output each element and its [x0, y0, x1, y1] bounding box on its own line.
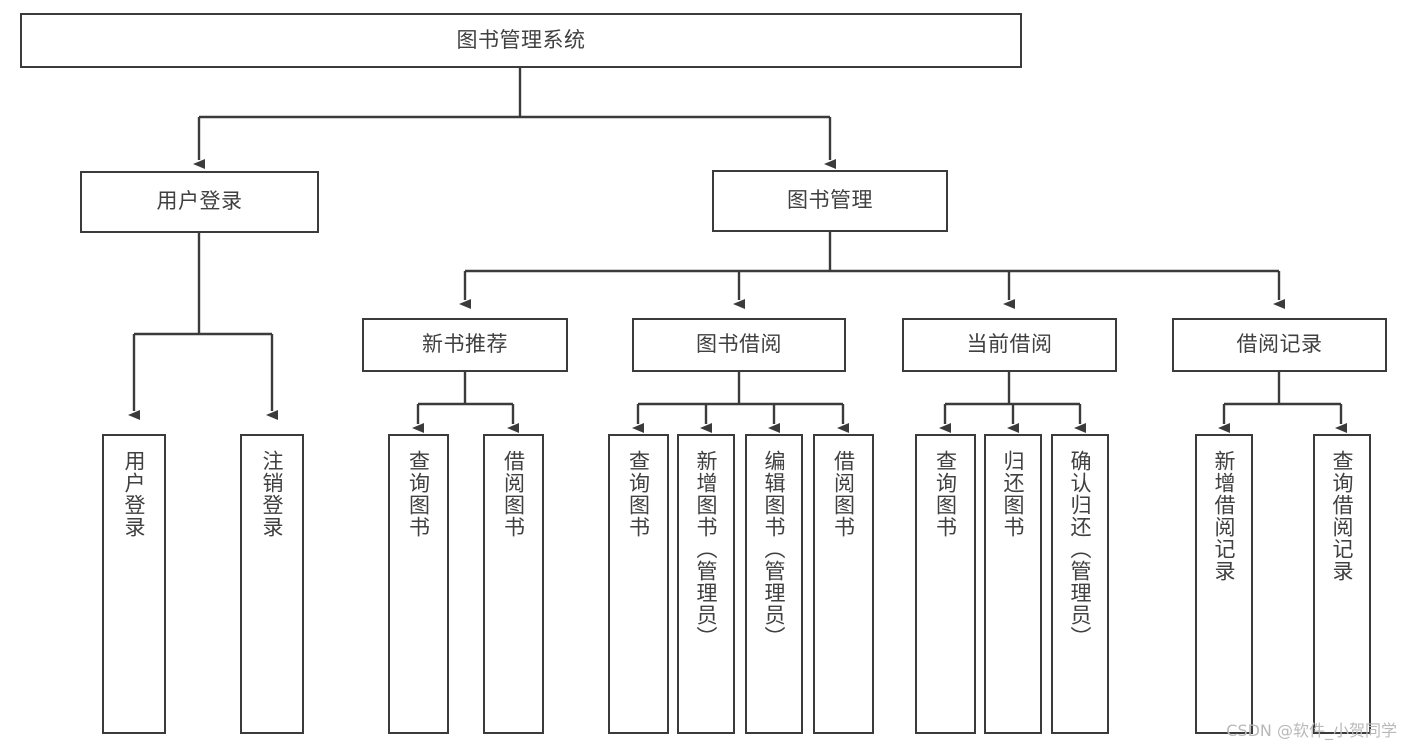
node-borrow-record-label: 借阅记录 [1236, 332, 1323, 357]
csdn-watermark: CSDN @软件_小贺同学 [1226, 721, 1397, 740]
node-user-login-label: 用户登录 [156, 189, 243, 214]
node-leaf-edit-book[interactable]: 编辑图书（管理员） [745, 434, 803, 734]
node-leaf-borrow-book-2-label: 借阅图书 [831, 450, 856, 538]
node-leaf-query-book-3-label: 查询图书 [933, 450, 958, 538]
node-leaf-borrow-book-1[interactable]: 借阅图书 [483, 434, 544, 734]
node-leaf-query-record[interactable]: 查询借阅记录 [1313, 434, 1371, 734]
node-current-borrow-label: 当前借阅 [966, 332, 1053, 357]
node-leaf-user-login[interactable]: 用户登录 [102, 434, 166, 734]
node-current-borrow[interactable]: 当前借阅 [902, 318, 1117, 372]
node-leaf-query-book-3[interactable]: 查询图书 [915, 434, 976, 734]
node-book-manage-label: 图书管理 [787, 188, 873, 213]
node-leaf-confirm-return-label: 确认归还（管理员） [1068, 450, 1093, 648]
node-leaf-add-book[interactable]: 新增图书（管理员） [677, 434, 735, 734]
node-leaf-edit-book-label: 编辑图书（管理员） [762, 450, 787, 648]
node-root[interactable]: 图书管理系统 [20, 13, 1022, 68]
node-leaf-return-book[interactable]: 归还图书 [984, 434, 1042, 734]
node-book-manage[interactable]: 图书管理 [712, 170, 948, 232]
node-borrow-record[interactable]: 借阅记录 [1172, 318, 1387, 372]
node-leaf-query-book-1[interactable]: 查询图书 [388, 434, 449, 734]
node-leaf-add-record[interactable]: 新增借阅记录 [1195, 434, 1253, 734]
node-leaf-query-book-2-label: 查询图书 [626, 450, 651, 538]
node-user-login[interactable]: 用户登录 [80, 171, 319, 233]
node-leaf-borrow-book-2[interactable]: 借阅图书 [813, 434, 874, 734]
node-leaf-logout[interactable]: 注销登录 [240, 434, 304, 734]
node-leaf-add-record-label: 新增借阅记录 [1212, 450, 1237, 582]
node-root-label: 图书管理系统 [456, 27, 586, 52]
node-leaf-query-record-label: 查询借阅记录 [1330, 450, 1355, 582]
node-book-borrow-label: 图书借阅 [696, 332, 782, 357]
node-new-book-rec[interactable]: 新书推荐 [362, 318, 568, 372]
node-new-book-rec-label: 新书推荐 [422, 332, 508, 357]
node-leaf-query-book-1-label: 查询图书 [406, 450, 431, 538]
node-leaf-borrow-book-1-label: 借阅图书 [501, 450, 526, 538]
node-leaf-return-book-label: 归还图书 [1001, 450, 1026, 538]
node-leaf-logout-label: 注销登录 [260, 450, 285, 538]
node-leaf-add-book-label: 新增图书（管理员） [694, 450, 719, 648]
node-leaf-user-login-label: 用户登录 [122, 450, 147, 538]
node-leaf-query-book-2[interactable]: 查询图书 [608, 434, 669, 734]
node-leaf-confirm-return[interactable]: 确认归还（管理员） [1051, 434, 1109, 734]
node-book-borrow[interactable]: 图书借阅 [632, 318, 846, 372]
